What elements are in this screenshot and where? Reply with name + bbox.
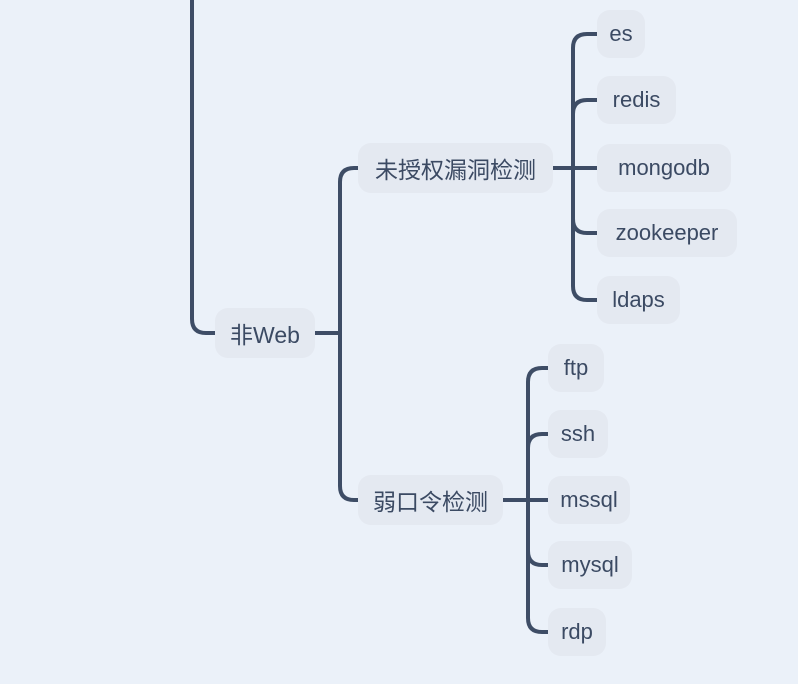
connector-weakpwd-to-rdp <box>526 500 551 634</box>
connector-weakpwd-to-ssh <box>526 432 551 500</box>
node-ssh[interactable]: ssh <box>548 410 608 458</box>
connector-weakpwd-to-ftp <box>526 366 551 500</box>
node-redis[interactable]: redis <box>597 76 676 124</box>
node-zookeeper[interactable]: zookeeper <box>597 209 737 257</box>
connector-parent-to-nonweb <box>190 0 222 335</box>
connector-branch-up <box>338 166 364 333</box>
node-ftp[interactable]: ftp <box>548 344 604 392</box>
connector-unauth-to-es <box>571 32 600 168</box>
node-rdp[interactable]: rdp <box>548 608 606 656</box>
node-unauthorized-vuln-detection[interactable]: 未授权漏洞检测 <box>358 143 553 193</box>
connector-unauth-to-redis <box>571 98 600 168</box>
connector-unauth-to-zookeeper <box>571 168 600 235</box>
connector-unauth-to-ldaps <box>571 168 600 302</box>
node-es[interactable]: es <box>597 10 645 58</box>
node-non-web[interactable]: 非Web <box>215 308 315 358</box>
node-ldaps[interactable]: ldaps <box>597 276 680 324</box>
node-mssql[interactable]: mssql <box>548 476 630 524</box>
node-weak-password-detection[interactable]: 弱口令检测 <box>358 475 503 525</box>
connector-branch-down <box>338 333 364 502</box>
node-mysql[interactable]: mysql <box>548 541 632 589</box>
node-mongodb[interactable]: mongodb <box>597 144 731 192</box>
